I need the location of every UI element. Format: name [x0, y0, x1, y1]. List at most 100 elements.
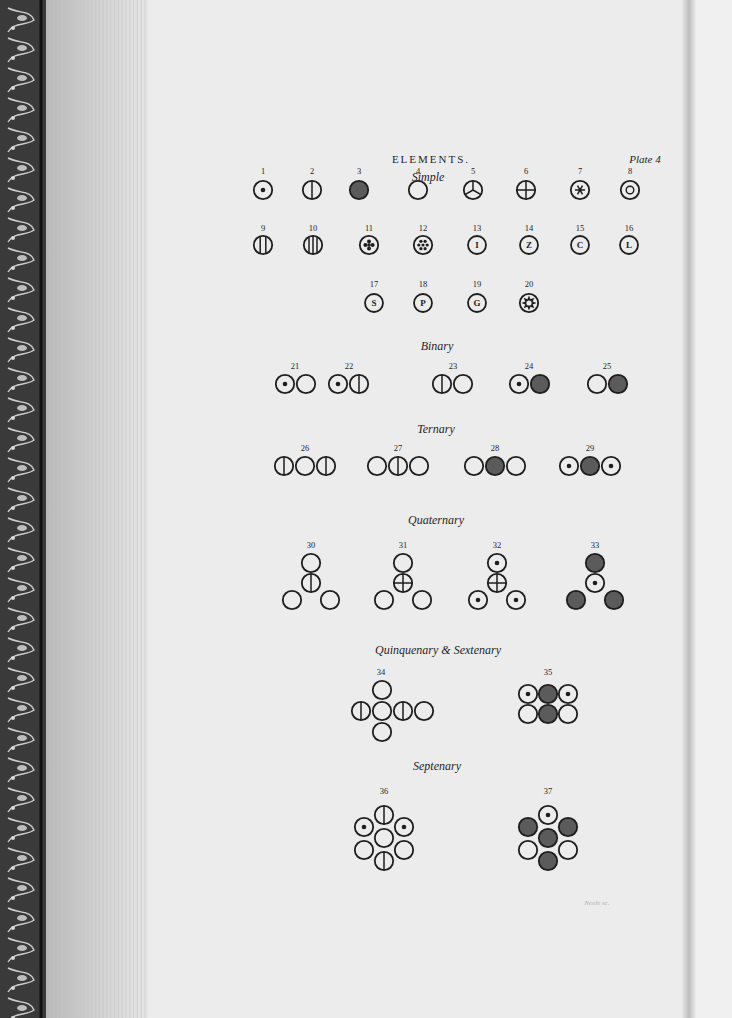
atom-symbol: [602, 457, 620, 475]
floral-ornament: [8, 368, 34, 392]
atom-symbol: [395, 841, 413, 859]
atom-mark: [360, 702, 362, 720]
atom-mark: [394, 582, 412, 584]
floral-ornament: [17, 915, 27, 921]
floral-ornament: [17, 525, 27, 531]
atom-outline: [329, 375, 347, 393]
atom-outline: [464, 181, 482, 199]
atom-outline: [469, 591, 487, 609]
floral-ornament: [17, 825, 27, 831]
page-edge-line: [69, 0, 70, 1018]
figure-number: 3: [357, 167, 361, 176]
atom-symbol: [395, 818, 413, 836]
page-edge-line: [126, 0, 127, 1018]
atom-mark: [362, 825, 367, 830]
atom-mark: [514, 598, 519, 603]
floral-ornament: [11, 236, 15, 240]
atom-symbol: [375, 852, 393, 870]
atom-symbol: [571, 181, 589, 199]
atom-outline: [395, 818, 413, 836]
atom-symbol: [559, 818, 577, 836]
atom-symbol: [539, 705, 557, 723]
figure-number: 25: [603, 362, 612, 371]
figure-number: 30: [307, 541, 316, 550]
floral-ornament: [8, 8, 34, 32]
floral-ornament: [11, 296, 15, 300]
atom-mark: [310, 574, 312, 592]
atom-symbol: [254, 236, 272, 254]
section-heading: Ternary: [417, 423, 455, 435]
floral-ornament: [17, 105, 27, 111]
atom-mark: [488, 582, 506, 584]
atom-outline: [621, 181, 639, 199]
atom-symbol: [302, 574, 320, 592]
floral-ornament: [17, 75, 27, 81]
atom-outline: [539, 829, 557, 847]
atom-outline: [609, 375, 627, 393]
atom-symbol: [586, 554, 604, 572]
atom-outline: [302, 574, 320, 592]
floral-ornament: [11, 566, 15, 570]
atom-mark: [419, 247, 422, 250]
atom-outline: [519, 841, 537, 859]
floral-ornament: [8, 338, 34, 362]
floral-ornament: [11, 986, 15, 990]
cover-rule: [40, 0, 43, 1018]
figure-number: 24: [525, 362, 534, 371]
floral-ornament: [8, 998, 34, 1018]
atom-symbol: [464, 181, 482, 199]
atom-symbol: [368, 457, 386, 475]
page-edge-line: [141, 0, 142, 1018]
atom-outline: [373, 723, 391, 741]
atom-symbol: [519, 685, 537, 703]
atom-outline: [567, 591, 585, 609]
figure-number: 26: [301, 444, 310, 453]
figure-number: 31: [399, 541, 408, 550]
atom-circle: [620, 236, 638, 254]
atom-outline: [488, 554, 506, 572]
element-atom: G: [467, 293, 487, 313]
figure-number: 1: [261, 167, 265, 176]
floral-ornament: [8, 188, 34, 212]
atom-symbol: [352, 702, 370, 720]
page-edge-line: [84, 0, 85, 1018]
atom-symbol: [488, 554, 506, 572]
floral-ornament: [11, 416, 15, 420]
atom-mark: [526, 300, 531, 305]
atom-outline: [539, 705, 557, 723]
atom-outline: [414, 236, 432, 254]
atom-mark: [526, 692, 531, 697]
page-edge-line: [118, 0, 119, 1018]
page-edge-line: [137, 0, 138, 1018]
atom-symbol: [394, 702, 412, 720]
atom-outline: [586, 554, 604, 572]
figure-number: 35: [544, 668, 553, 677]
element-atom: L: [619, 235, 639, 255]
atom-mark: [517, 189, 535, 191]
floral-ornament: [11, 956, 15, 960]
page-edge-line: [65, 0, 66, 1018]
atom-mark: [383, 806, 385, 824]
page-edge-line: [88, 0, 89, 1018]
floral-ornament: [17, 345, 27, 351]
element-atom: P: [413, 293, 433, 313]
atom-symbol: [389, 457, 407, 475]
atom-symbol: [488, 574, 506, 592]
atom-mark: [283, 382, 288, 387]
atom-mark: [424, 240, 427, 243]
atom-symbol: [373, 702, 391, 720]
atom-symbol: [465, 457, 483, 475]
atom-symbol: [296, 457, 314, 475]
figure-number: 4: [416, 167, 420, 176]
atom-mark: [402, 825, 407, 830]
atom-outline: [254, 236, 272, 254]
atom-symbol: [410, 457, 428, 475]
atom-symbol: [409, 181, 427, 199]
atom-outline: [350, 181, 368, 199]
atom-mark: [578, 186, 583, 195]
atom-outline: [581, 457, 599, 475]
floral-ornament: [8, 728, 34, 752]
floral-ornament: [11, 266, 15, 270]
atom-outline: [488, 574, 506, 592]
